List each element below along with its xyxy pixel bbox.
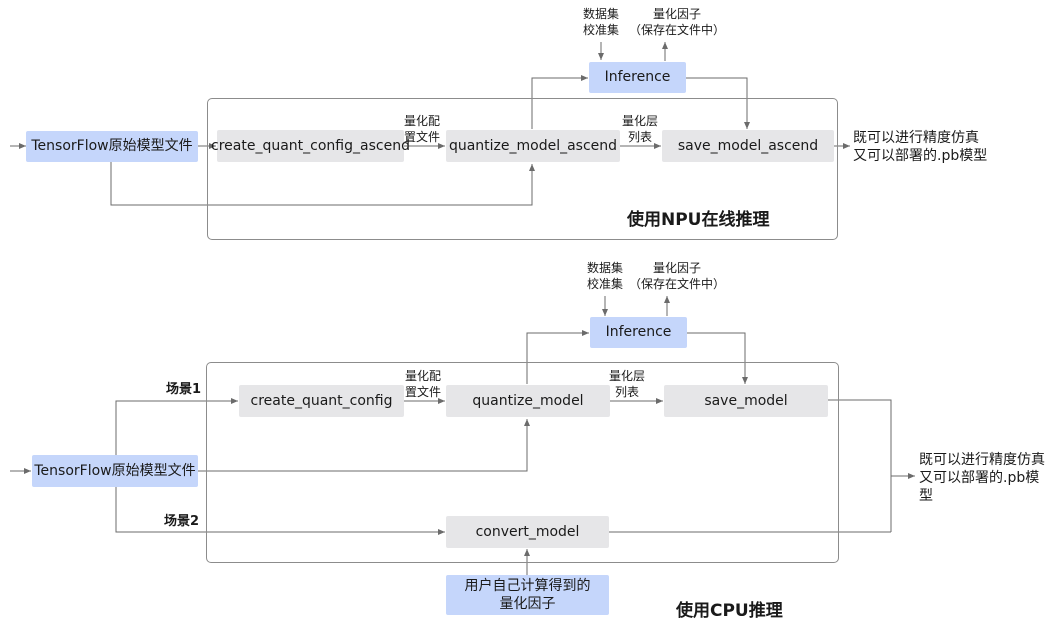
- create-quant-config-node: create_quant_config: [239, 385, 404, 417]
- inference-node-top: Inference: [589, 62, 686, 93]
- config-file-label-bottom: 量化配置文件: [405, 369, 442, 399]
- user-quant-factor-node: 用户自己计算得到的量化因子: [446, 575, 609, 615]
- layer-list-label-top: 量化层列表: [621, 114, 658, 144]
- arrow-source-to-quantize-bottom: [198, 419, 530, 472]
- arrow-quantize-to-inference-bottom: [526, 330, 589, 384]
- cpu-section-title: 使用CPU推理: [676, 601, 783, 621]
- create-quant-config-ascend-node: create_quant_config_ascend: [211, 130, 410, 162]
- tensorflow-source-node-top: TensorFlow原始模型文件: [26, 131, 198, 162]
- save-model-ascend-node: save_model_ascend: [662, 130, 834, 162]
- save-model-node: save_model: [664, 385, 828, 417]
- npu-section-frame: [207, 98, 838, 240]
- layer-list-label-bottom: 量化层列表: [608, 369, 645, 399]
- arrow-scene1-to-create: [115, 398, 238, 455]
- quantize-model-ascend-node: quantize_model_ascend: [446, 130, 620, 162]
- arrow-inference-to-save-bottom: [687, 332, 748, 384]
- inference-node-bottom: Inference: [590, 317, 687, 348]
- scene2-label: 场景2: [164, 514, 200, 529]
- tensorflow-source-node-bottom: TensorFlow原始模型文件: [32, 455, 198, 487]
- config-file-label-top: 量化配置文件: [404, 114, 441, 144]
- quantize-model-node: quantize_model: [446, 385, 610, 417]
- arrow-scene2-to-convert: [115, 487, 445, 535]
- output-description-top: 既可以进行精度仿真又可以部署的.pb模型: [853, 130, 988, 164]
- output-description-bottom: 既可以进行精度仿真又可以部署的.pb模型: [919, 452, 1045, 504]
- dataset-label-bottom: 数据集校准集: [586, 261, 623, 291]
- line-save-to-merge: [828, 399, 892, 532]
- arrow-quantize-to-inference-top: [531, 75, 588, 129]
- convert-model-node: convert_model: [446, 516, 609, 548]
- npu-section-title: 使用NPU在线推理: [627, 210, 770, 230]
- cpu-section-frame: [206, 362, 839, 563]
- arrow-inference-to-save-top: [686, 77, 750, 129]
- scene1-label: 场景1: [166, 382, 202, 397]
- dataset-label-top: 数据集校准集: [582, 7, 619, 37]
- arrow-source-to-quantize-top: [110, 162, 535, 206]
- quant-factor-label-top: 量化因子（保存在文件中）: [628, 7, 725, 37]
- quant-factor-label-bottom: 量化因子（保存在文件中）: [628, 261, 725, 291]
